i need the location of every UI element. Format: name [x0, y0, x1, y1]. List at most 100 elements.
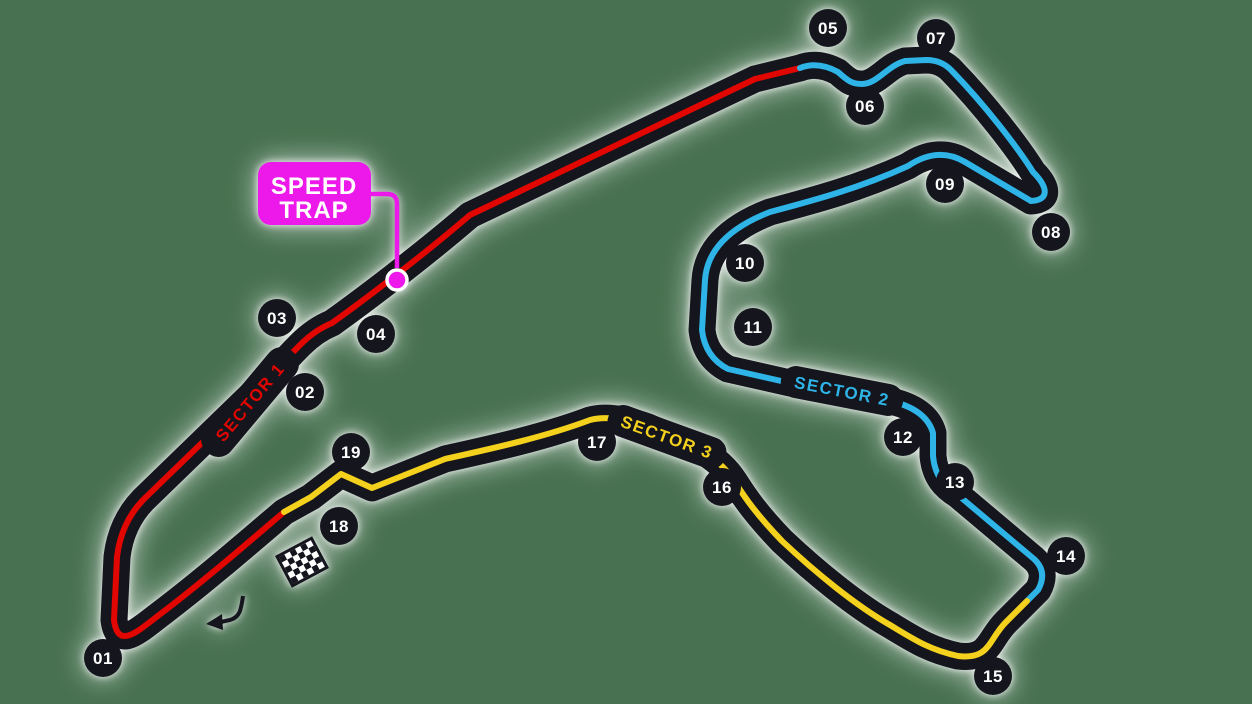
speed-trap-text-line1: SPEED: [271, 173, 357, 200]
turn-marker-number: 05: [818, 19, 838, 38]
sector1-label-text: SECTOR 1: [212, 359, 289, 445]
turn-marker-circle: [936, 463, 974, 501]
flag-cell: [308, 559, 317, 568]
turn-marker-number: 10: [735, 254, 755, 273]
turn-marker-circle: [320, 507, 358, 545]
turn-marker-12: 12: [884, 418, 922, 456]
turn-marker-number: 06: [855, 97, 875, 116]
turn-marker-circle: [809, 9, 847, 47]
flag-cell: [305, 540, 314, 549]
turn-marker-circle: [926, 165, 964, 203]
turn-marker-circle: [578, 423, 616, 461]
turn-marker-number: 02: [295, 383, 315, 402]
direction-arrow-icon: [206, 595, 245, 630]
turn-marker-number: 01: [93, 649, 113, 668]
turn-marker-number: 18: [329, 517, 349, 536]
turn-marker-circle: [84, 639, 122, 677]
sector3-label: SECTOR 3: [607, 404, 727, 470]
sector2-label-plate: [780, 366, 904, 416]
sector3-line: [281, 415, 1030, 660]
turn-marker-circle: [286, 373, 324, 411]
flag-cell: [292, 567, 301, 576]
turn-marker-circle: [332, 433, 370, 471]
turn-marker-06: 06: [846, 87, 884, 125]
flag-cell: [306, 567, 315, 576]
sector1-line: [111, 65, 803, 639]
turn-marker-circle: [1032, 213, 1070, 251]
turn-marker-number: 19: [341, 443, 361, 462]
turn-marker-circle: [357, 315, 395, 353]
turn-marker-19: 19: [332, 433, 370, 471]
turn-marker-number: 03: [267, 309, 287, 328]
turn-marker-05: 05: [809, 9, 847, 47]
turn-marker-09: 09: [926, 165, 964, 203]
turn-marker-circle: [734, 308, 772, 346]
turn-marker-circle: [974, 657, 1012, 695]
turn-marker-circle: [846, 87, 884, 125]
turn-marker-number: 15: [983, 667, 1003, 686]
flag-cell: [297, 551, 306, 560]
turn-marker-07: 07: [917, 19, 955, 57]
turn-marker-10: 10: [726, 244, 764, 282]
flag-cell: [294, 545, 304, 555]
flag-cell: [284, 564, 293, 574]
turn-marker-circle: [884, 418, 922, 456]
flag-cell: [281, 559, 290, 568]
turn-marker-13: 13: [936, 463, 974, 501]
turn-marker-18: 18: [320, 507, 358, 545]
speed-trap-connector-line: [370, 191, 400, 268]
turn-marker-17: 17: [578, 423, 616, 461]
speed-trap-text-line2: TRAP: [279, 197, 348, 224]
sector2-line: [699, 57, 1048, 604]
speed-trap-box: [258, 162, 371, 225]
turn-marker-number: 08: [1041, 223, 1061, 242]
flag-cell: [300, 556, 309, 565]
flag-cell: [300, 543, 309, 552]
sector2-label: SECTOR 2: [780, 366, 904, 416]
turn-marker-04: 04: [357, 315, 395, 353]
turn-marker-number: 11: [744, 318, 763, 337]
flag-cell: [279, 554, 288, 563]
turn-marker-number: 04: [366, 325, 386, 344]
turn-marker-circle: [726, 244, 764, 282]
turn-markers: 01 02 03 04 05 06 07 08 09 10 11 12 13 14 15 16 17 18 19: [84, 9, 1085, 695]
flag-cell: [314, 556, 323, 565]
turn-marker-circle: [917, 19, 955, 57]
turn-marker-circle: [1047, 537, 1085, 575]
speed-trap-marker-dot: [385, 268, 409, 292]
turn-marker-number: 16: [712, 478, 732, 497]
flag-cell: [298, 564, 307, 573]
turn-marker-08: 08: [1032, 213, 1070, 251]
flag-cell: [287, 570, 296, 579]
sector1-label: SECTOR 1: [201, 347, 299, 457]
turn-marker-number: 17: [587, 433, 607, 452]
turn-marker-circle: [703, 468, 741, 506]
flag-cell: [287, 556, 296, 565]
turn-marker-11: 11: [734, 308, 772, 346]
flag-cell: [311, 564, 320, 573]
turn-marker-14: 14: [1047, 537, 1085, 575]
turn-marker-number: 13: [945, 473, 965, 492]
track-outline: [100, 46, 1059, 670]
turn-marker-15: 15: [974, 657, 1012, 695]
turn-marker-03: 03: [258, 299, 296, 337]
flag-cell: [311, 550, 320, 560]
turn-marker-circle: [258, 299, 296, 337]
flag-cell: [305, 553, 315, 562]
flag-cell: [292, 554, 301, 563]
turn-marker-02: 02: [286, 373, 324, 411]
flag-cell: [289, 562, 299, 571]
flag-cell: [295, 572, 304, 581]
turn-marker-16: 16: [703, 468, 741, 506]
flag-cell: [289, 548, 298, 557]
turn-marker-number: 14: [1056, 547, 1076, 566]
flag-cell: [303, 548, 312, 557]
flag-cell: [303, 561, 312, 570]
sector3-label-plate: [607, 404, 727, 470]
flag-cell: [308, 545, 317, 554]
checkered-flag-icon: [275, 536, 329, 588]
speed-trap-callout: SPEED TRAP: [258, 162, 409, 292]
turn-marker-number: 09: [935, 175, 955, 194]
